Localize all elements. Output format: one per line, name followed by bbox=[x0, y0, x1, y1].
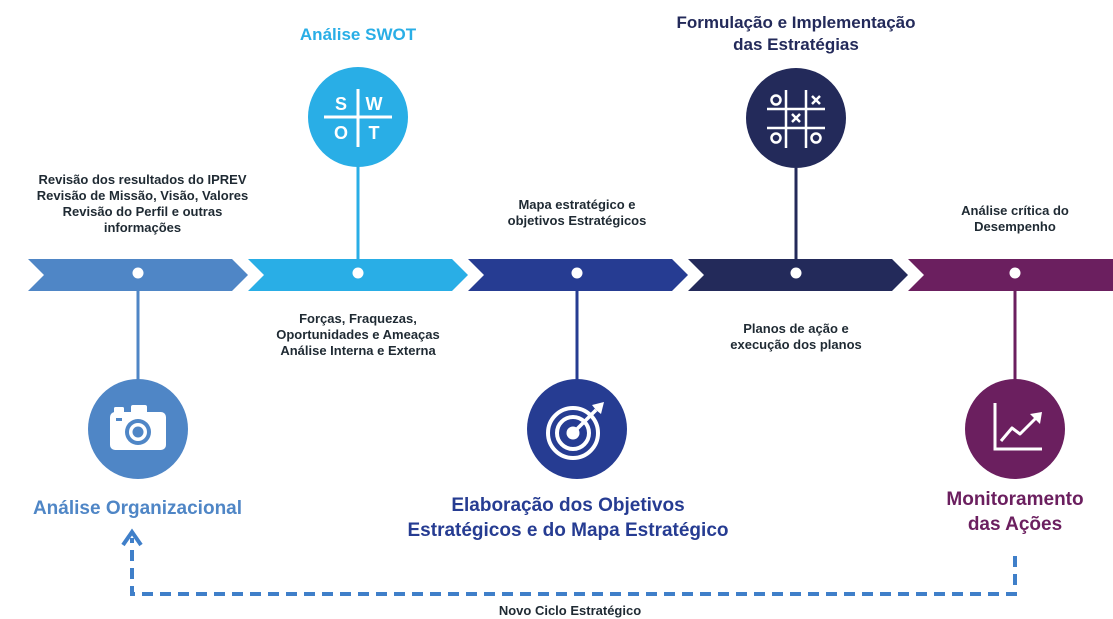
stage-2-title: Análise SWOT bbox=[299, 25, 417, 44]
stage-2-description: Forças, Fraquezas, Oportunidades e Ameaç… bbox=[276, 311, 440, 358]
stage-3-title: Elaboração dos Objetivos Estratégicos e … bbox=[407, 495, 729, 541]
stage-5-description: Análise crítica do Desempenho bbox=[961, 203, 1069, 234]
line-chart-icon bbox=[965, 379, 1065, 479]
timeline-dot-3 bbox=[571, 267, 583, 279]
stage-1-title: Análise Organizacional bbox=[32, 498, 243, 519]
stage-4-title: Formulação e Implementação das Estratégi… bbox=[676, 13, 916, 55]
swot-letter-w: W bbox=[366, 94, 383, 114]
timeline-bar bbox=[28, 259, 1113, 291]
connector-lines bbox=[136, 165, 1017, 380]
swot-letter-t: T bbox=[369, 123, 380, 143]
stage-4-description: Planos de ação e execução dos planos bbox=[730, 321, 862, 352]
new-cycle-label: Novo Ciclo Estratégico bbox=[498, 603, 642, 618]
swot-letter-s: S bbox=[335, 94, 347, 114]
timeline-dot-1 bbox=[132, 267, 144, 279]
timeline-dot-2 bbox=[352, 267, 364, 279]
stage-1-description: Revisão dos resultados do IPREV Revisão … bbox=[36, 172, 249, 235]
camera-icon bbox=[88, 379, 188, 479]
target-icon bbox=[527, 379, 627, 479]
tic-tac-toe-icon bbox=[746, 68, 846, 168]
timeline-dot-5 bbox=[1009, 267, 1021, 279]
swot-letter-o: O bbox=[334, 123, 348, 143]
timeline-dot-4 bbox=[790, 267, 802, 279]
new-cycle-arrow bbox=[121, 528, 1017, 596]
stage-3-description: Mapa estratégico e objetivos Estratégico… bbox=[507, 197, 647, 228]
stage-5-title: Monitoramento das Ações bbox=[946, 489, 1084, 535]
swot-grid-icon: S W O T bbox=[308, 67, 408, 167]
